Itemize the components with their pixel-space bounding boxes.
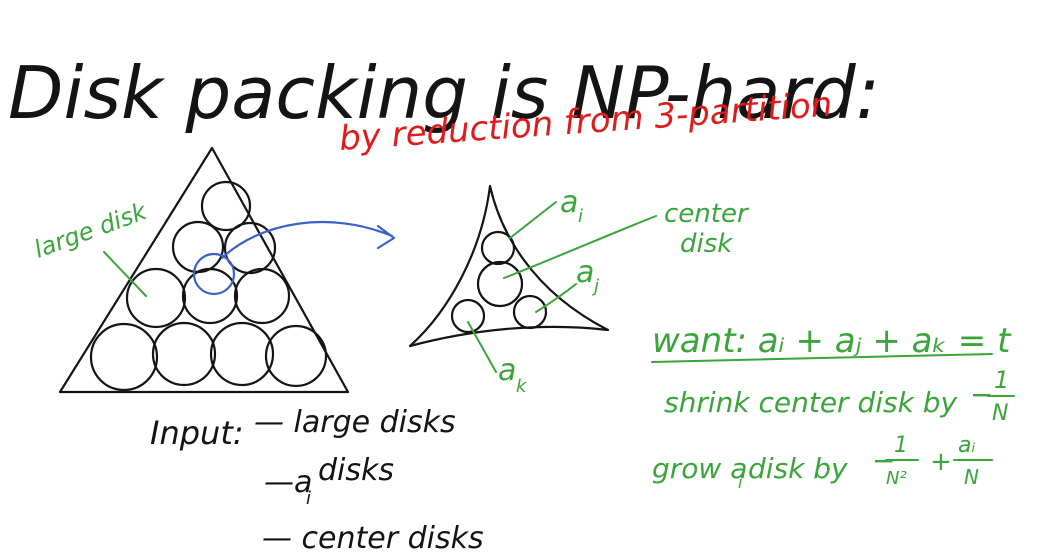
grow-numerator-1: 1 xyxy=(894,433,908,458)
large-disk xyxy=(181,267,239,325)
center-disk xyxy=(476,260,524,308)
interstice-figure xyxy=(408,184,610,348)
grow-plus: + xyxy=(930,447,952,477)
input-heading: Input: xyxy=(150,414,244,452)
large-disk xyxy=(125,267,187,329)
label-a-j-sub: j xyxy=(591,276,599,297)
pointer-a-k xyxy=(467,321,497,373)
input-item-large-disks: — large disks xyxy=(254,405,456,440)
grow-numerator-2: aᵢ xyxy=(958,433,975,458)
large-disk xyxy=(264,324,328,388)
page-title: Disk packing is NP-hard: xyxy=(8,51,880,135)
label-a-k: a xyxy=(498,353,516,388)
label-a-j: a xyxy=(576,255,594,290)
label-a-i: a xyxy=(560,185,578,220)
grow-denominator-1: N² xyxy=(886,468,907,489)
shrink-minus: − xyxy=(970,378,993,411)
curved-triangle xyxy=(408,184,610,348)
grow-text-suffix: disk by xyxy=(748,452,848,485)
large-triangle xyxy=(58,146,350,394)
large-disk xyxy=(233,267,291,325)
arrowhead-icon xyxy=(376,224,396,250)
ak-disk xyxy=(450,298,486,334)
ai-disk xyxy=(480,230,516,266)
input-item-ai-prefix: —a xyxy=(264,465,312,500)
label-a-k-sub: k xyxy=(516,376,528,397)
label-center-line1: center xyxy=(664,199,750,229)
grow-text-sub: i xyxy=(738,473,743,492)
large-disk xyxy=(171,220,225,274)
large-disk xyxy=(209,321,275,387)
grow-denominator-2: N xyxy=(964,465,979,489)
grow-text-prefix: grow a xyxy=(652,452,747,485)
pointer-a-j xyxy=(535,283,577,313)
large-triangle-figure xyxy=(58,146,396,394)
large-disk xyxy=(89,322,159,392)
want-underline xyxy=(651,353,993,363)
large-disk xyxy=(200,180,252,232)
input-item-center-disks: — center disks xyxy=(262,521,484,556)
pointer-large-disk xyxy=(103,251,147,297)
label-large-disk: large disk xyxy=(30,197,151,264)
large-disk xyxy=(151,321,217,387)
grow-minus: − xyxy=(872,444,895,477)
shrink-denominator: N xyxy=(992,401,1008,426)
label-a-i-sub: i xyxy=(578,206,583,227)
aj-disk xyxy=(512,294,548,330)
zoom-arrow xyxy=(220,220,394,260)
highlight-circle xyxy=(192,252,236,296)
shrink-numerator: 1 xyxy=(994,366,1009,394)
pointer-a-i xyxy=(509,201,557,239)
shrink-text: shrink center disk by xyxy=(664,386,958,419)
input-item-ai-suffix: disks xyxy=(318,453,394,488)
pointer-center-disk xyxy=(503,215,657,279)
label-center-line2: disk xyxy=(680,229,733,259)
input-item-ai-sub: i xyxy=(306,488,311,509)
large-disk xyxy=(223,221,277,275)
